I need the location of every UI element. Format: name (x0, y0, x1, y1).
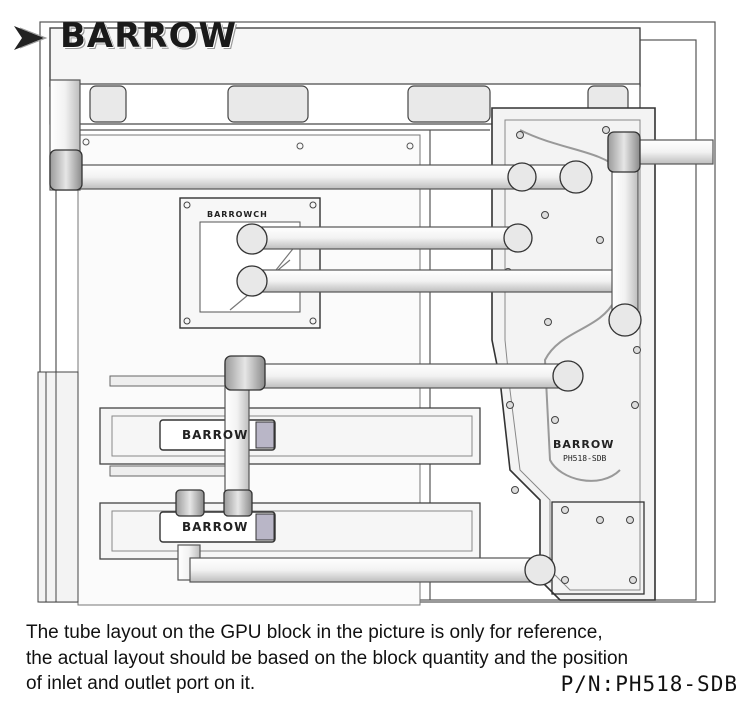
gpu-bridge-bottom-brand-label: BARROW (182, 520, 249, 534)
gpu-bridge-top-brand-label: BARROW (182, 428, 249, 442)
reference-caption: The tube layout on the GPU block in the … (26, 620, 629, 697)
cpu-block-brand-label: BARROWCH (207, 210, 268, 219)
distro-plate-brand-label: BARROW (553, 438, 615, 451)
pcie-bracket (37, 371, 79, 603)
barrow-arrow-logo-icon (14, 26, 48, 50)
brand-wordmark: BARROW (60, 16, 237, 56)
part-number: P/N:PH518-SDB (560, 672, 738, 696)
gpu-bridge-bottom (159, 511, 276, 543)
top-radiator (49, 27, 641, 125)
caption-line-3: of inlet and outlet port on it. (26, 673, 256, 694)
caption-line-2: the actual layout should be based on the… (26, 647, 629, 669)
caption-line-1: The tube layout on the GPU block in the … (26, 622, 603, 643)
distro-plate-code-label: PH518-SDB (563, 454, 607, 463)
radiator-fan-clips (89, 85, 629, 123)
fittings (49, 131, 642, 586)
brand-logo: BARROW (60, 16, 237, 56)
